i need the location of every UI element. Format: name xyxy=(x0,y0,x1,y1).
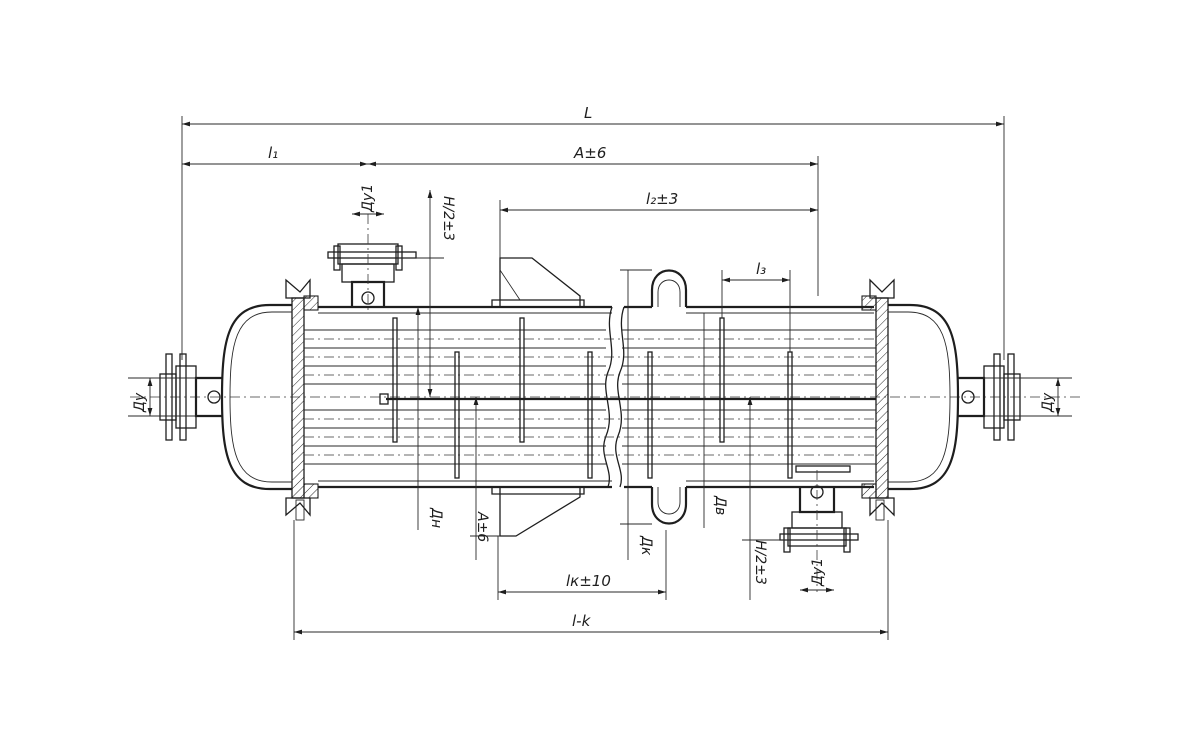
dimension-lines xyxy=(128,116,1072,640)
shell-right xyxy=(624,305,874,489)
dim-h2-3-top: H/2±3 xyxy=(440,196,456,241)
dim-l-k: l-k xyxy=(572,612,592,630)
head-left xyxy=(220,303,292,491)
support-bottom xyxy=(491,486,585,537)
dim-dn: Дн xyxy=(428,507,444,528)
nozzle-right xyxy=(958,353,1021,441)
support-top xyxy=(491,257,585,308)
flange-left xyxy=(285,278,319,521)
dim-dv: Дв xyxy=(712,495,728,515)
tube-sheet-right xyxy=(875,297,889,499)
dim-dk: Дк xyxy=(638,535,654,556)
dim-A6: A±6 xyxy=(573,144,606,162)
dim-du-left: Ду xyxy=(132,392,148,413)
dim-l3: l₃ xyxy=(756,260,766,278)
expansion-joint xyxy=(650,269,688,525)
dim-du1-bottom: Ду1 xyxy=(810,558,826,587)
nozzle-bottom-right xyxy=(779,470,859,592)
dim-lk-10: lк±10 xyxy=(566,572,611,590)
dim-h2-3-bottom: H/2±3 xyxy=(752,540,768,585)
flange-right xyxy=(861,278,895,521)
head-right xyxy=(888,303,960,491)
nozzle-left xyxy=(159,353,222,441)
dim-A6-vert: A±6 xyxy=(474,511,490,542)
dim-du-right: Ду xyxy=(1040,392,1056,413)
dim-l1: l₁ xyxy=(268,144,278,162)
tube-bundle xyxy=(304,329,876,465)
dim-L: L xyxy=(584,104,592,122)
nozzle-top-left xyxy=(327,214,417,312)
dim-du1-top: Ду1 xyxy=(360,184,376,213)
dim-l2-3: l₂±3 xyxy=(646,190,678,208)
tube-sheet-left xyxy=(291,297,305,499)
